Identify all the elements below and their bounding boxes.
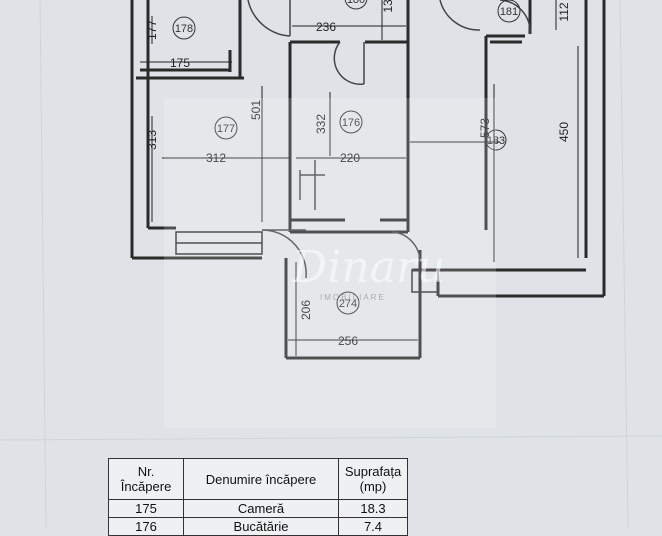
cell-room-name: Cameră <box>183 499 339 518</box>
header-area: Suprafața (mp) <box>338 458 408 500</box>
room-numbers: 178 177 176 180 181 183 274 <box>175 0 518 310</box>
dim-220: 220 <box>340 151 360 165</box>
dim-175: 175 <box>170 56 190 70</box>
cell-room-number: 175 <box>108 499 184 518</box>
room-176: 176 <box>342 117 360 129</box>
room-181: 181 <box>500 6 518 18</box>
dimension-lines <box>140 0 579 356</box>
watermark-brand: Dinaru <box>291 242 445 293</box>
dim-236: 236 <box>316 20 336 34</box>
dim-112: 112 <box>557 2 571 21</box>
dim-313: 313 <box>145 130 159 150</box>
dim-206: 206 <box>299 300 313 320</box>
room-markers <box>172 0 521 315</box>
dim-501: 501 <box>249 100 263 120</box>
dim-450: 450 <box>557 122 571 142</box>
cell-area: 18.3 <box>338 499 408 518</box>
room-legend-table: Nr. Încăpere Denumire încăpere Suprafața… <box>108 458 408 536</box>
dim-332: 332 <box>314 114 328 134</box>
watermark-sub: IMOBILIARE <box>320 293 386 302</box>
watermark-overlay <box>164 98 496 428</box>
windows <box>175 231 439 293</box>
header-room-number: Nr. Încăpere <box>108 458 184 500</box>
dim-256: 256 <box>338 334 358 348</box>
header-room-name: Denumire încăpere <box>183 458 339 500</box>
room-180: 180 <box>347 0 365 6</box>
dim-312: 312 <box>206 151 226 165</box>
room-177: 177 <box>217 123 235 135</box>
dim-177: 177 <box>145 20 159 40</box>
room-274: 274 <box>339 298 357 310</box>
walls <box>130 0 606 360</box>
table-row: 175 Cameră 18.3 <box>108 499 408 518</box>
dimension-labels: 177 175 313 312 501 236 13 332 220 573 4… <box>145 0 571 348</box>
legend-header-row: Nr. Încăpere Denumire încăpere Suprafața… <box>108 458 408 500</box>
watermark: Dinaru IMOBILIARE <box>291 242 445 302</box>
room-183: 183 <box>487 135 505 147</box>
room-178: 178 <box>175 23 193 35</box>
dim-13: 13 <box>381 0 395 13</box>
